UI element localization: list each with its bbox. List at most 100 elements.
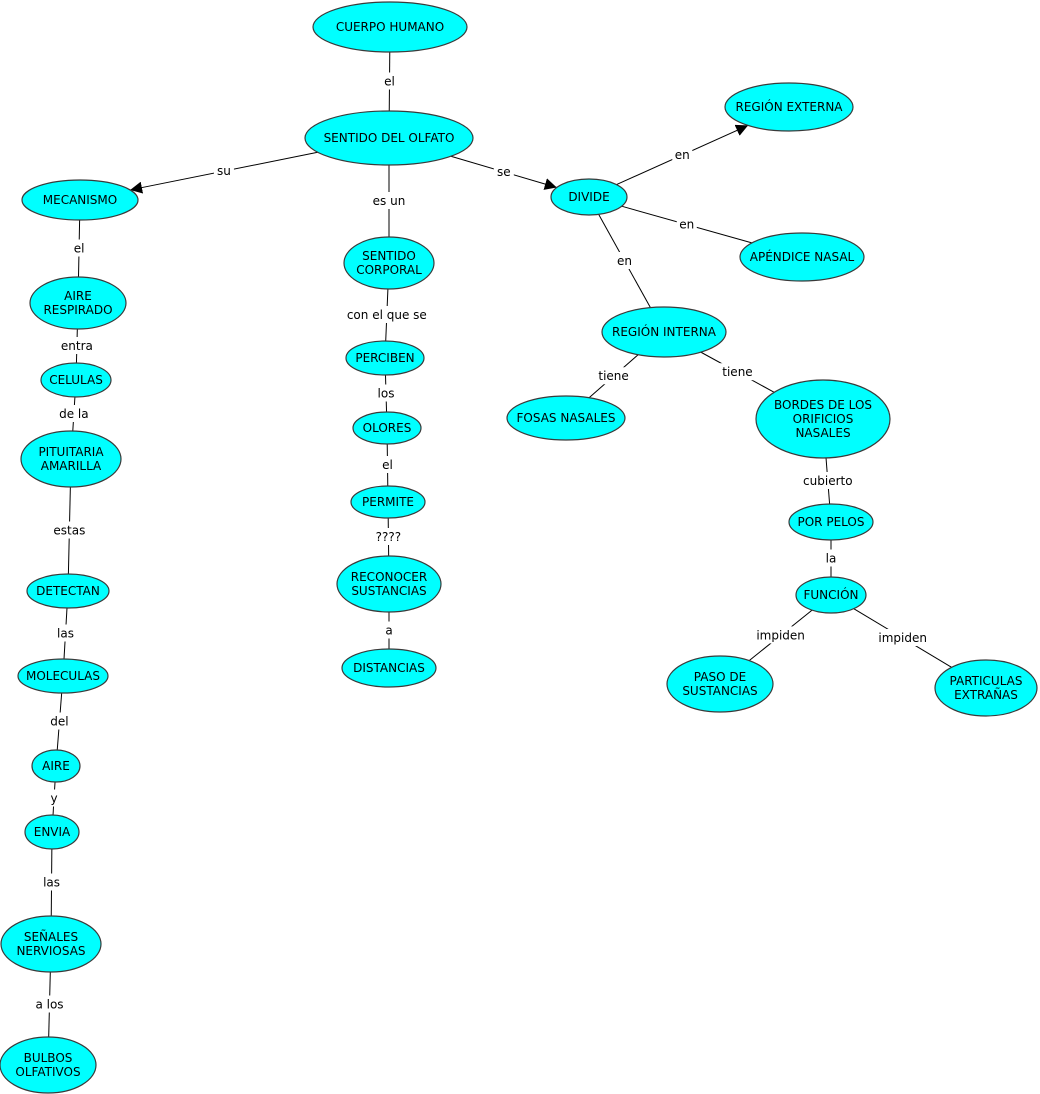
node-ellipse bbox=[20, 430, 122, 488]
node-ellipse bbox=[24, 814, 80, 850]
edge-label-background bbox=[28, 995, 70, 1013]
edge-label: en bbox=[617, 254, 632, 268]
edge-label-background bbox=[493, 162, 514, 180]
concept-node-moleculas[interactable]: MOLECULAS bbox=[17, 658, 109, 694]
node-ellipse bbox=[40, 362, 112, 398]
node-label: BULBOS bbox=[24, 1051, 73, 1065]
node-ellipse bbox=[21, 179, 139, 221]
concept-node-olfato[interactable]: SENTIDO DEL OLFATO bbox=[304, 110, 474, 166]
edge-funcion-particulas: impiden bbox=[853, 608, 952, 668]
node-label: PARTICULAS bbox=[950, 674, 1023, 688]
node-ellipse bbox=[17, 658, 109, 694]
node-label: AIRE bbox=[42, 759, 70, 773]
edge-aire_resp-celulas: entra bbox=[56, 328, 98, 364]
edge-label-background bbox=[48, 521, 90, 539]
concept-node-olores[interactable]: OLORES bbox=[352, 411, 422, 445]
concept-node-apendice[interactable]: APÉNDICE NASAL bbox=[739, 232, 865, 282]
node-ellipse bbox=[350, 485, 426, 519]
edge-label-background bbox=[672, 146, 693, 164]
edge-label: estas bbox=[53, 523, 85, 537]
concept-node-mecanismo[interactable]: MECANISMO bbox=[21, 179, 139, 221]
node-ellipse bbox=[29, 276, 127, 330]
edge-label-background bbox=[53, 405, 95, 423]
concept-node-celulas[interactable]: CELULAS bbox=[40, 362, 112, 398]
edge-corporal-perciben: con el que se bbox=[338, 288, 436, 342]
node-label: BORDES DE LOS bbox=[774, 398, 872, 412]
edge-label-background bbox=[213, 162, 234, 180]
node-label: SUSTANCIAS bbox=[351, 584, 426, 598]
concept-node-divide[interactable]: DIVIDE bbox=[550, 178, 628, 216]
edge-label: ???? bbox=[376, 530, 401, 544]
node-label: ENVIA bbox=[34, 825, 71, 839]
node-label: CORPORAL bbox=[356, 263, 422, 277]
concept-node-perciben[interactable]: PERCIBEN bbox=[345, 340, 425, 376]
concept-node-cuerpo[interactable]: CUERPO HUMANO bbox=[312, 1, 468, 53]
node-label: SENTIDO DEL OLFATO bbox=[324, 131, 455, 145]
edge-label-background bbox=[38, 873, 66, 891]
edge-permite-reconocer: ???? bbox=[371, 517, 406, 557]
concept-node-detectan[interactable]: DETECTAN bbox=[26, 573, 110, 609]
node-label: APÉNDICE NASAL bbox=[750, 249, 855, 264]
edge-divide-interna: en bbox=[598, 214, 651, 308]
concept-node-permite[interactable]: PERMITE bbox=[350, 485, 426, 519]
node-label: REGIÓN EXTERNA bbox=[735, 99, 843, 114]
edge-label: de la bbox=[59, 407, 89, 421]
edge-moleculas-aire: del bbox=[45, 692, 73, 751]
node-ellipse bbox=[788, 503, 874, 541]
node-ellipse bbox=[343, 236, 435, 290]
edge-label-background bbox=[875, 629, 931, 647]
node-label: NERVIOSAS bbox=[16, 944, 85, 958]
edge-label: a bbox=[385, 624, 392, 638]
concept-node-interna[interactable]: REGIÓN INTERNA bbox=[601, 306, 727, 358]
node-label: OLORES bbox=[363, 421, 412, 435]
edge-label-background bbox=[593, 367, 635, 385]
concept-node-distancias[interactable]: DISTANCIAS bbox=[341, 648, 437, 688]
node-label: DIVIDE bbox=[568, 190, 609, 204]
edge-detectan-moleculas: las bbox=[52, 607, 80, 660]
edge-label: en bbox=[679, 218, 694, 232]
node-ellipse bbox=[336, 555, 442, 613]
concept-node-funcion[interactable]: FUNCIÓN bbox=[795, 576, 867, 614]
edge-label: las bbox=[57, 626, 74, 640]
edge-label-background bbox=[614, 252, 635, 270]
edge-label-background bbox=[796, 471, 859, 489]
edge-olores-permite: el bbox=[377, 443, 398, 487]
edge-label: se bbox=[497, 165, 511, 179]
node-ellipse bbox=[341, 648, 437, 688]
edge-label-background bbox=[45, 712, 73, 730]
concept-node-pelos[interactable]: POR PELOS bbox=[788, 503, 874, 541]
edge-pituitaria-detectan: estas bbox=[48, 486, 90, 575]
node-ellipse bbox=[755, 379, 891, 459]
node-label: MECANISMO bbox=[43, 193, 117, 207]
concept-node-externa[interactable]: REGIÓN EXTERNA bbox=[724, 82, 854, 132]
edge-envia-senales: las bbox=[38, 848, 66, 917]
edge-label: tiene bbox=[598, 369, 628, 383]
concept-node-aire[interactable]: AIRE bbox=[31, 749, 81, 783]
node-ellipse bbox=[934, 659, 1038, 717]
edge-label: y bbox=[50, 791, 57, 805]
node-label: PERMITE bbox=[362, 495, 414, 509]
concept-node-envia[interactable]: ENVIA bbox=[24, 814, 80, 850]
edge-divide-apendice: en bbox=[621, 205, 753, 244]
concept-node-fosas[interactable]: FOSAS NASALES bbox=[506, 395, 626, 441]
edge-celulas-pituitaria: de la bbox=[53, 396, 95, 432]
node-label: OLFATIVOS bbox=[15, 1065, 80, 1079]
edge-label: cubierto bbox=[803, 474, 853, 488]
edge-label: del bbox=[50, 715, 68, 729]
edge-label-background bbox=[382, 621, 396, 639]
node-label: PITUITARIA bbox=[38, 445, 104, 459]
edge-label-background bbox=[56, 336, 98, 354]
edge-funcion-paso: impiden bbox=[748, 609, 813, 662]
edge-label: con el que se bbox=[347, 308, 427, 322]
node-label: CELULAS bbox=[49, 373, 103, 387]
